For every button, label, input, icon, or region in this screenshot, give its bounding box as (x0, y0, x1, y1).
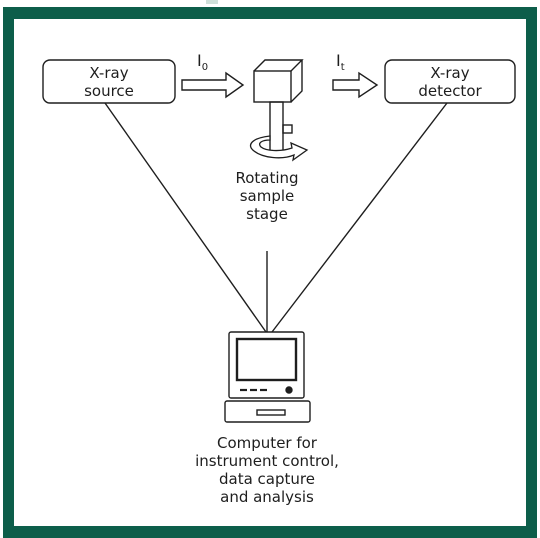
transmitted-beam-label: It (336, 51, 366, 74)
incident-beam-arrow (181, 71, 245, 99)
incident-beam-label: I0 (197, 51, 227, 74)
rotating-stage-label-line3: stage (246, 205, 288, 223)
computer-icon (224, 331, 311, 423)
incident-beam-symbol: I (197, 51, 202, 70)
transmitted-beam-symbol: I (336, 51, 341, 70)
rotating-stage-label: Rotating sample stage (217, 169, 317, 223)
incident-beam-subscript: 0 (201, 62, 209, 73)
computer-label-line1: Computer for (217, 434, 317, 452)
xray-source-label: X-ray source (43, 64, 175, 100)
detector-to-computer-line (271, 102, 448, 333)
computer-label-line3: data capture (219, 470, 315, 488)
rotation-arrow-icon (249, 135, 309, 162)
sample-holder-knob (282, 124, 293, 134)
sample-cube (253, 59, 304, 103)
xray-source-label-line2: source (84, 82, 134, 100)
diagram-frame: X-ray source X-ray detector I0 It Rotati… (3, 7, 537, 538)
xray-detector-label: X-ray detector (385, 64, 515, 100)
xray-source-box (42, 59, 176, 104)
sample-holder-shaft (269, 101, 284, 155)
computer-label-line2: instrument control, (195, 452, 339, 470)
top-decoration (206, 0, 218, 4)
diagram-drawing (42, 59, 516, 423)
transmitted-beam-arrow (332, 71, 379, 99)
computer-label-line4: and analysis (220, 488, 314, 506)
computer-label: Computer for instrument control, data ca… (177, 434, 357, 506)
transmitted-beam-subscript: t (340, 62, 345, 73)
xray-source-label-line1: X-ray (89, 64, 129, 82)
rotating-stage-label-line2: sample (239, 187, 295, 205)
computer-base (224, 400, 311, 423)
xray-detector-box (384, 59, 516, 104)
rotating-stage-label-line1: Rotating (235, 169, 299, 187)
xray-detector-label-line1: X-ray (430, 64, 470, 82)
source-to-computer-line (104, 102, 267, 333)
xray-detector-label-line2: detector (418, 82, 482, 100)
computer-screen (235, 337, 298, 382)
computer-monitor (228, 331, 305, 399)
diagram-canvas: X-ray source X-ray detector I0 It Rotati… (14, 19, 526, 526)
